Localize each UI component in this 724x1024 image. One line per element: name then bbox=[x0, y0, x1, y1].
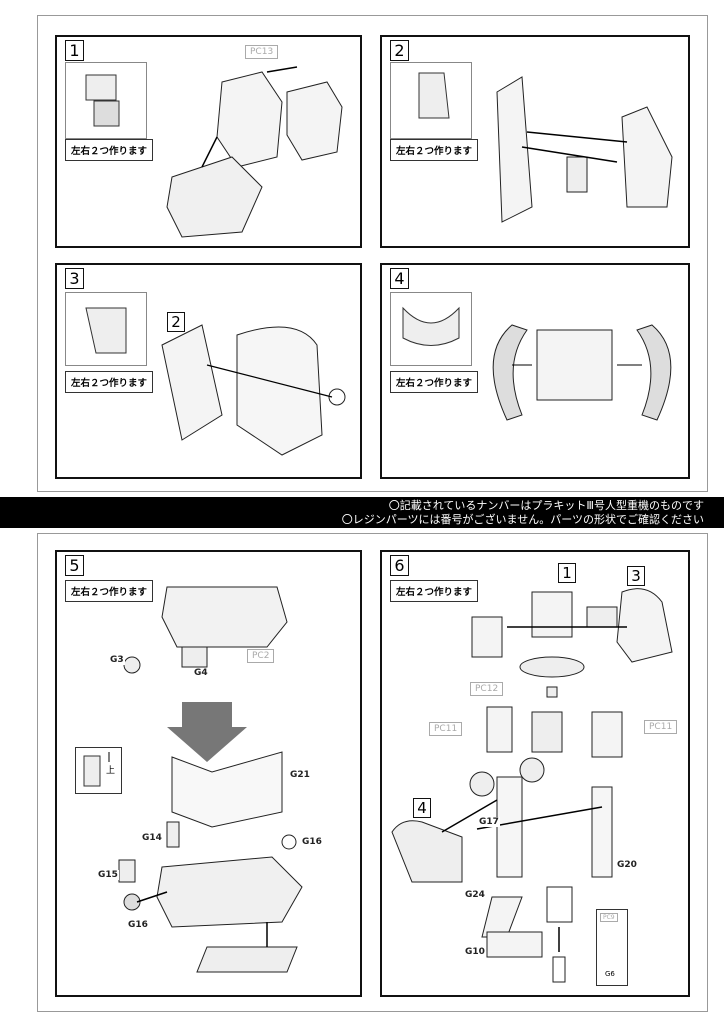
step-number: 2 bbox=[390, 40, 409, 61]
thumbnail bbox=[390, 62, 472, 139]
step-ref-1: 1 bbox=[558, 563, 576, 583]
orientation-inset: 上 bbox=[75, 747, 122, 794]
part-label-g21: G21 bbox=[289, 770, 311, 780]
part-label-g17: G17 bbox=[478, 817, 500, 827]
top-section bbox=[37, 15, 708, 492]
step-ref-2: 2 bbox=[167, 312, 185, 332]
part-label-pc2: PC2 bbox=[247, 649, 275, 663]
caption: 左右２つ作ります bbox=[390, 580, 479, 602]
step-6-diagram bbox=[391, 588, 673, 983]
notice-banner: 〇記載されているナンバーはプラキットⅢ号人型重機のものです 〇レジンパーツには番… bbox=[0, 497, 724, 528]
part-label-pc11-right: PC11 bbox=[644, 720, 678, 734]
thumbnail bbox=[390, 292, 472, 366]
part-label-pc11-left: PC11 bbox=[429, 722, 463, 736]
part-label-pc13: PC13 bbox=[245, 45, 279, 59]
part-label-g4: G4 bbox=[193, 668, 209, 678]
part-label-g24: G24 bbox=[464, 890, 486, 900]
step-4-panel: 4 左右２つ作ります bbox=[380, 263, 690, 479]
step-2-panel: 2 左右２つ作ります bbox=[380, 35, 690, 248]
step-number: 6 bbox=[390, 555, 409, 576]
step-number: 3 bbox=[65, 268, 84, 289]
part-label-g15: G15 bbox=[97, 870, 119, 880]
step-1-panel: 1 左右２つ作ります PC13 bbox=[55, 35, 362, 248]
part-label-g16-left: G16 bbox=[127, 920, 149, 930]
notice-line-2: 〇レジンパーツには番号がございません。パーツの形状でご確認ください bbox=[341, 513, 704, 526]
step-ref-4: 4 bbox=[413, 798, 431, 818]
step-5-diagram bbox=[118, 586, 303, 973]
part-label-pc12: PC12 bbox=[470, 682, 504, 696]
thumbnail bbox=[65, 62, 147, 139]
part-label-g20: G20 bbox=[616, 860, 638, 870]
thumbnail bbox=[65, 292, 147, 366]
step-3-diagram bbox=[161, 324, 346, 456]
caption: 左右２つ作ります bbox=[390, 371, 479, 393]
up-label: 上 bbox=[106, 766, 116, 776]
caption: 左右２つ作ります bbox=[65, 580, 154, 602]
down-arrow-icon bbox=[167, 702, 247, 762]
step-number: 5 bbox=[65, 555, 84, 576]
pc9-inset: PC9 G6 bbox=[596, 909, 628, 986]
step-number: 4 bbox=[390, 268, 409, 289]
caption: 左右２つ作ります bbox=[65, 371, 154, 393]
step-number: 1 bbox=[65, 40, 84, 61]
caption: 左右２つ作ります bbox=[65, 139, 154, 161]
notice-line-1: 〇記載されているナンバーはプラキットⅢ号人型重機のものです bbox=[388, 499, 704, 512]
part-label-g14: G14 bbox=[141, 833, 163, 843]
step-4-diagram bbox=[492, 324, 672, 421]
step-3-panel: 3 左右２つ作ります 2 bbox=[55, 263, 362, 479]
step-5-panel: 5 左右２つ作ります PC2 G3 G4 G21 G14 G15 G16 G16… bbox=[55, 550, 362, 997]
part-label-g10: G10 bbox=[464, 947, 486, 957]
part-label-g6: G6 bbox=[605, 970, 615, 978]
step-1-diagram bbox=[166, 66, 343, 238]
step-2-diagram bbox=[496, 76, 673, 223]
step-6-panel: 6 左右２つ作ります 1 3 4 PC12 PC11 PC11 G17 G20 … bbox=[380, 550, 690, 997]
step-ref-3: 3 bbox=[627, 566, 645, 586]
part-label-g3: G3 bbox=[109, 655, 125, 665]
part-label-pc9: PC9 bbox=[600, 913, 618, 922]
caption: 左右２つ作ります bbox=[390, 139, 479, 161]
part-label-g16-right: G16 bbox=[301, 837, 323, 847]
bottom-section bbox=[37, 533, 708, 1012]
